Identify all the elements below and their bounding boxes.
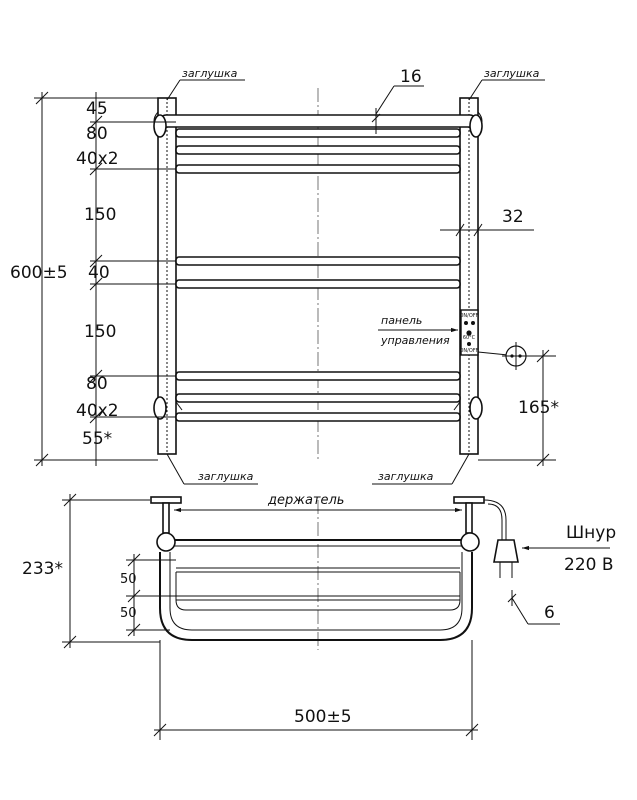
dim-40x2-bottom: 40x2 (76, 401, 119, 421)
panel-label-line2: управления (380, 334, 450, 347)
cap-bottom-left-label: заглушка (198, 470, 254, 483)
panel-label-3: ON/OFF (459, 348, 478, 354)
dim-width: 500±5 (153, 640, 479, 740)
dim-165-value: 165* (518, 398, 559, 418)
panel-label-line1: панель (381, 314, 422, 327)
plug-icon (493, 539, 519, 563)
dim-150-a: 150 (84, 205, 116, 225)
dim-depth-value: 233* (22, 559, 63, 579)
callout-cap-top-right: заглушка (468, 67, 545, 101)
dim-150-b: 150 (84, 322, 116, 342)
callout-cap-top-left: заглушка (166, 67, 245, 101)
dim-32: 32 (440, 207, 534, 237)
dim-32-value: 32 (502, 207, 524, 227)
holder-callout: держатель (174, 493, 462, 513)
cap-top-right-label: заглушка (484, 67, 540, 80)
dim-16: 16 (371, 67, 424, 134)
callout-cap-bottom-left: заглушка (166, 453, 258, 485)
cord-label-line2: 220 В (564, 555, 614, 575)
control-panel: ON/OFF 60°C ON/OFF (459, 309, 530, 370)
dim-depth: 233* (22, 493, 160, 649)
dim-45: 45 (86, 99, 108, 119)
front-view: ON/OFF 60°C ON/OFF заглушка заглушка заг… (10, 67, 559, 485)
power-cord: Шнур 220 В (483, 499, 616, 578)
dim-80-bottom: 80 (86, 374, 108, 394)
right-post (459, 97, 479, 455)
callout-cap-bottom-right: заглушка (372, 453, 470, 485)
dim-height-value: 600±5 (10, 263, 68, 283)
dim-6-value: 6 (544, 603, 555, 623)
dim-chain-left: 45 80 40x2 150 40 150 80 40x2 55* (76, 92, 176, 466)
cord-label-line1: Шнур (566, 523, 616, 543)
dim-width-value: 500±5 (294, 707, 352, 727)
dim-50-chain: 50 50 (120, 553, 176, 637)
panel-label-2: 60°C (463, 335, 476, 341)
dim-16-value: 16 (400, 67, 422, 87)
wall-holder-left (150, 496, 182, 534)
dim-40: 40 (88, 263, 110, 283)
dim-50-b: 50 (120, 606, 137, 621)
cap-top-left-label: заглушка (182, 67, 238, 80)
dim-55: 55* (82, 429, 112, 449)
panel-label-1: ON/OFF (459, 313, 478, 319)
dim-40x2-top: 40x2 (76, 149, 119, 169)
callout-control-panel: панель управления (378, 314, 458, 347)
dim-80-top: 80 (86, 124, 108, 144)
dim-165: 165* (478, 349, 559, 467)
wall-holder-right (453, 496, 485, 534)
top-bar (153, 111, 483, 138)
towel-frame-top (156, 532, 480, 641)
dim-6: 6 (507, 590, 560, 625)
cap-bottom-right-label: заглушка (378, 470, 434, 483)
top-view: держатель Шнур 220 В (22, 493, 616, 740)
holder-label: держатель (267, 493, 344, 508)
dim-50-a: 50 (120, 572, 137, 587)
rungs (153, 128, 483, 422)
